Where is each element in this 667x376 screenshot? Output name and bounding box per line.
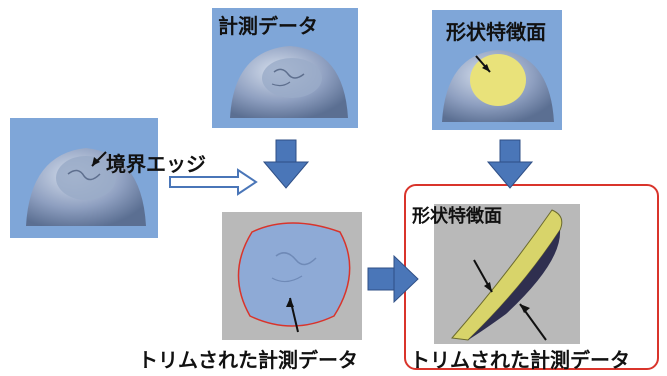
measurement-dome: [230, 46, 348, 118]
boundary-dome: [26, 148, 146, 226]
arrow-down-right: [486, 139, 534, 189]
feature-dome: [442, 50, 554, 122]
boundary-label: 境界エッジ: [106, 152, 206, 176]
result-feature-label: 形状特徴面: [412, 206, 502, 227]
boundary-panel: [10, 118, 158, 238]
result-trimmed-label: トリムされた計測データ: [410, 348, 630, 372]
feature-panel: 形状特徴面: [432, 10, 562, 130]
measurement-label: 計測データ: [218, 14, 318, 38]
arrow-boundary-to-center: [169, 168, 258, 196]
measurement-panel: 計測データ: [212, 8, 358, 128]
trimmed-surface: [237, 222, 351, 333]
trimmed-label: トリムされた計測データ: [138, 348, 358, 372]
result-surface: [451, 209, 563, 341]
arrow-down-center: [262, 139, 310, 189]
arrow-right-bottom: [367, 254, 419, 304]
result-panel: [434, 204, 580, 344]
trimmed-panel: [222, 212, 362, 340]
feature-label: 形状特徴面: [446, 20, 546, 44]
